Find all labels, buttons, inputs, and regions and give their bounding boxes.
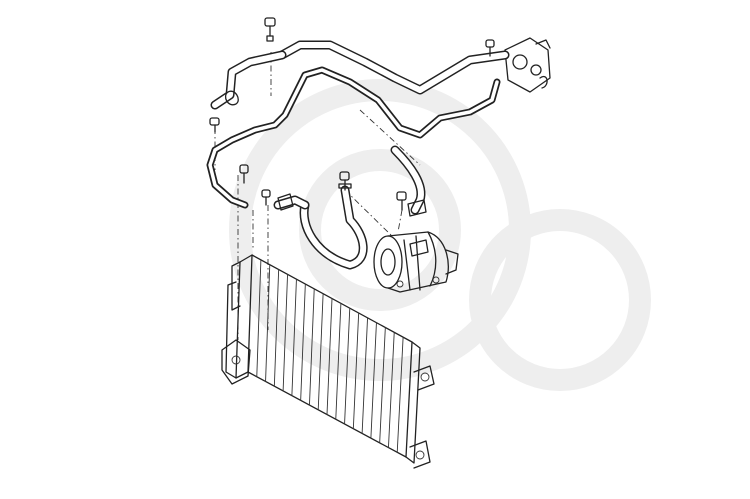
condenser-fin [352, 312, 360, 430]
hose-fittings [224, 90, 427, 217]
condenser-fin [282, 273, 289, 392]
condenser [221, 254, 435, 469]
condenser-fin [361, 317, 369, 434]
condenser-fin [344, 307, 351, 425]
bolt-icon [264, 17, 276, 42]
condenser-fin [300, 283, 306, 401]
evaporator-connection-block [504, 37, 551, 93]
bolt-icon [209, 117, 220, 133]
bolt-icon [396, 191, 407, 211]
condenser-fin [256, 259, 262, 378]
watermark-gear-icon [229, 79, 651, 391]
condenser-fin [265, 264, 271, 382]
bolt-icon [239, 164, 249, 184]
suc5-core [392, 147, 424, 213]
condenser-fin [308, 288, 315, 406]
condenser-fin [317, 293, 324, 411]
condenser-fin [370, 322, 377, 439]
bolt-icon [261, 189, 271, 206]
condenser-fin [387, 331, 395, 449]
bolt-icon [485, 39, 495, 57]
bolt-icon [338, 171, 352, 191]
condenser-fin [291, 278, 297, 397]
suc2-core [212, 52, 285, 108]
condenser-fin [335, 302, 342, 420]
red1-core [208, 68, 499, 207]
ac-compressor [373, 231, 459, 293]
high-pressure-line-highlighted[interactable] [206, 66, 501, 209]
suc4-core [275, 197, 308, 208]
condenser-fin [379, 327, 386, 444]
suc1-core [279, 42, 508, 93]
condenser-fin [396, 336, 404, 453]
suction-hose [210, 40, 510, 270]
condenser-fin [273, 269, 280, 387]
fastening-bolts [209, 17, 495, 211]
suc3-core [301, 187, 367, 268]
condenser-fin [326, 298, 333, 415]
